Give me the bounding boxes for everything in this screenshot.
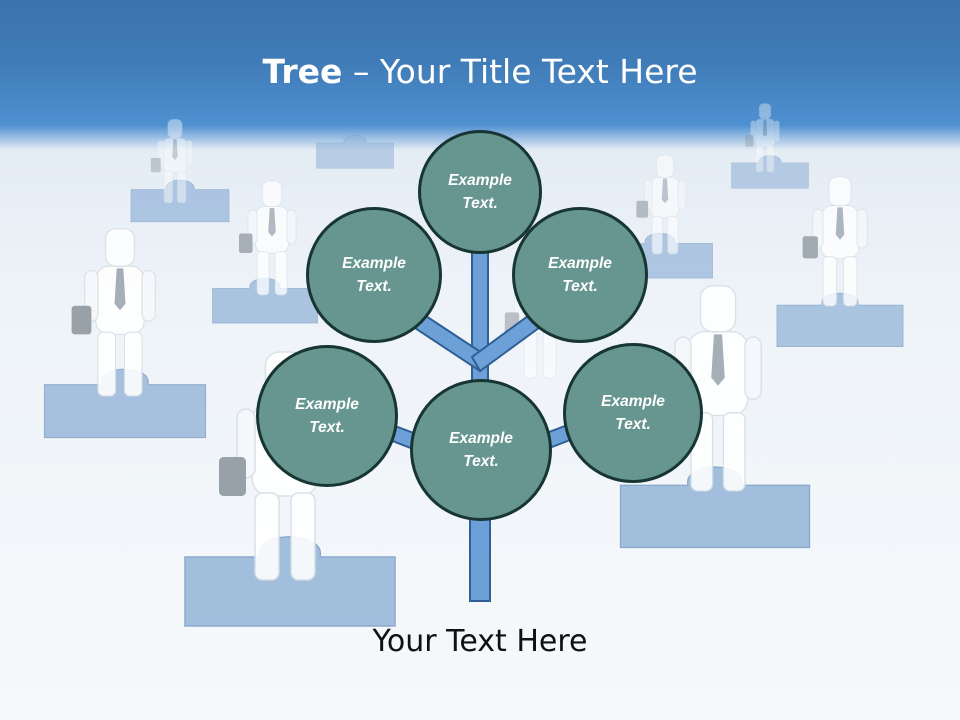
footer-text: Your Text Here — [372, 624, 588, 659]
slide-title: Tree – Your Title Text Here — [0, 52, 960, 91]
title-rest: – Your Title Text Here — [342, 52, 698, 91]
title-bold: Tree — [262, 52, 343, 91]
